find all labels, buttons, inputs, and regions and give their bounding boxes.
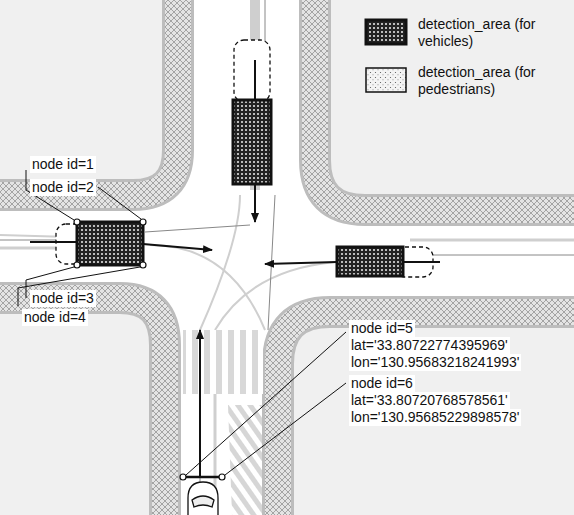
node-label: node id=3 [30, 290, 96, 307]
legend-text: detection_area (for vehicles) [418, 16, 536, 50]
node-label: node id=4 [22, 309, 88, 326]
node-label: node id=5 [349, 320, 415, 337]
node-label: node id=1 [30, 156, 96, 173]
node-label: node id=6 [349, 375, 415, 392]
coordinate-label: lon='130.95683218241993' [349, 354, 521, 371]
legend-swatch [364, 18, 408, 46]
node-label: node id=2 [30, 179, 96, 196]
legend-swatch [364, 66, 408, 94]
coordinate-label: lat='33.80722774395969' [349, 337, 510, 354]
coordinate-label: lon='130.95685229898578' [349, 409, 521, 426]
legend-text: detection_area (for pedestrians) [418, 64, 536, 98]
coordinate-label: lat='33.80720768578561' [349, 392, 510, 409]
